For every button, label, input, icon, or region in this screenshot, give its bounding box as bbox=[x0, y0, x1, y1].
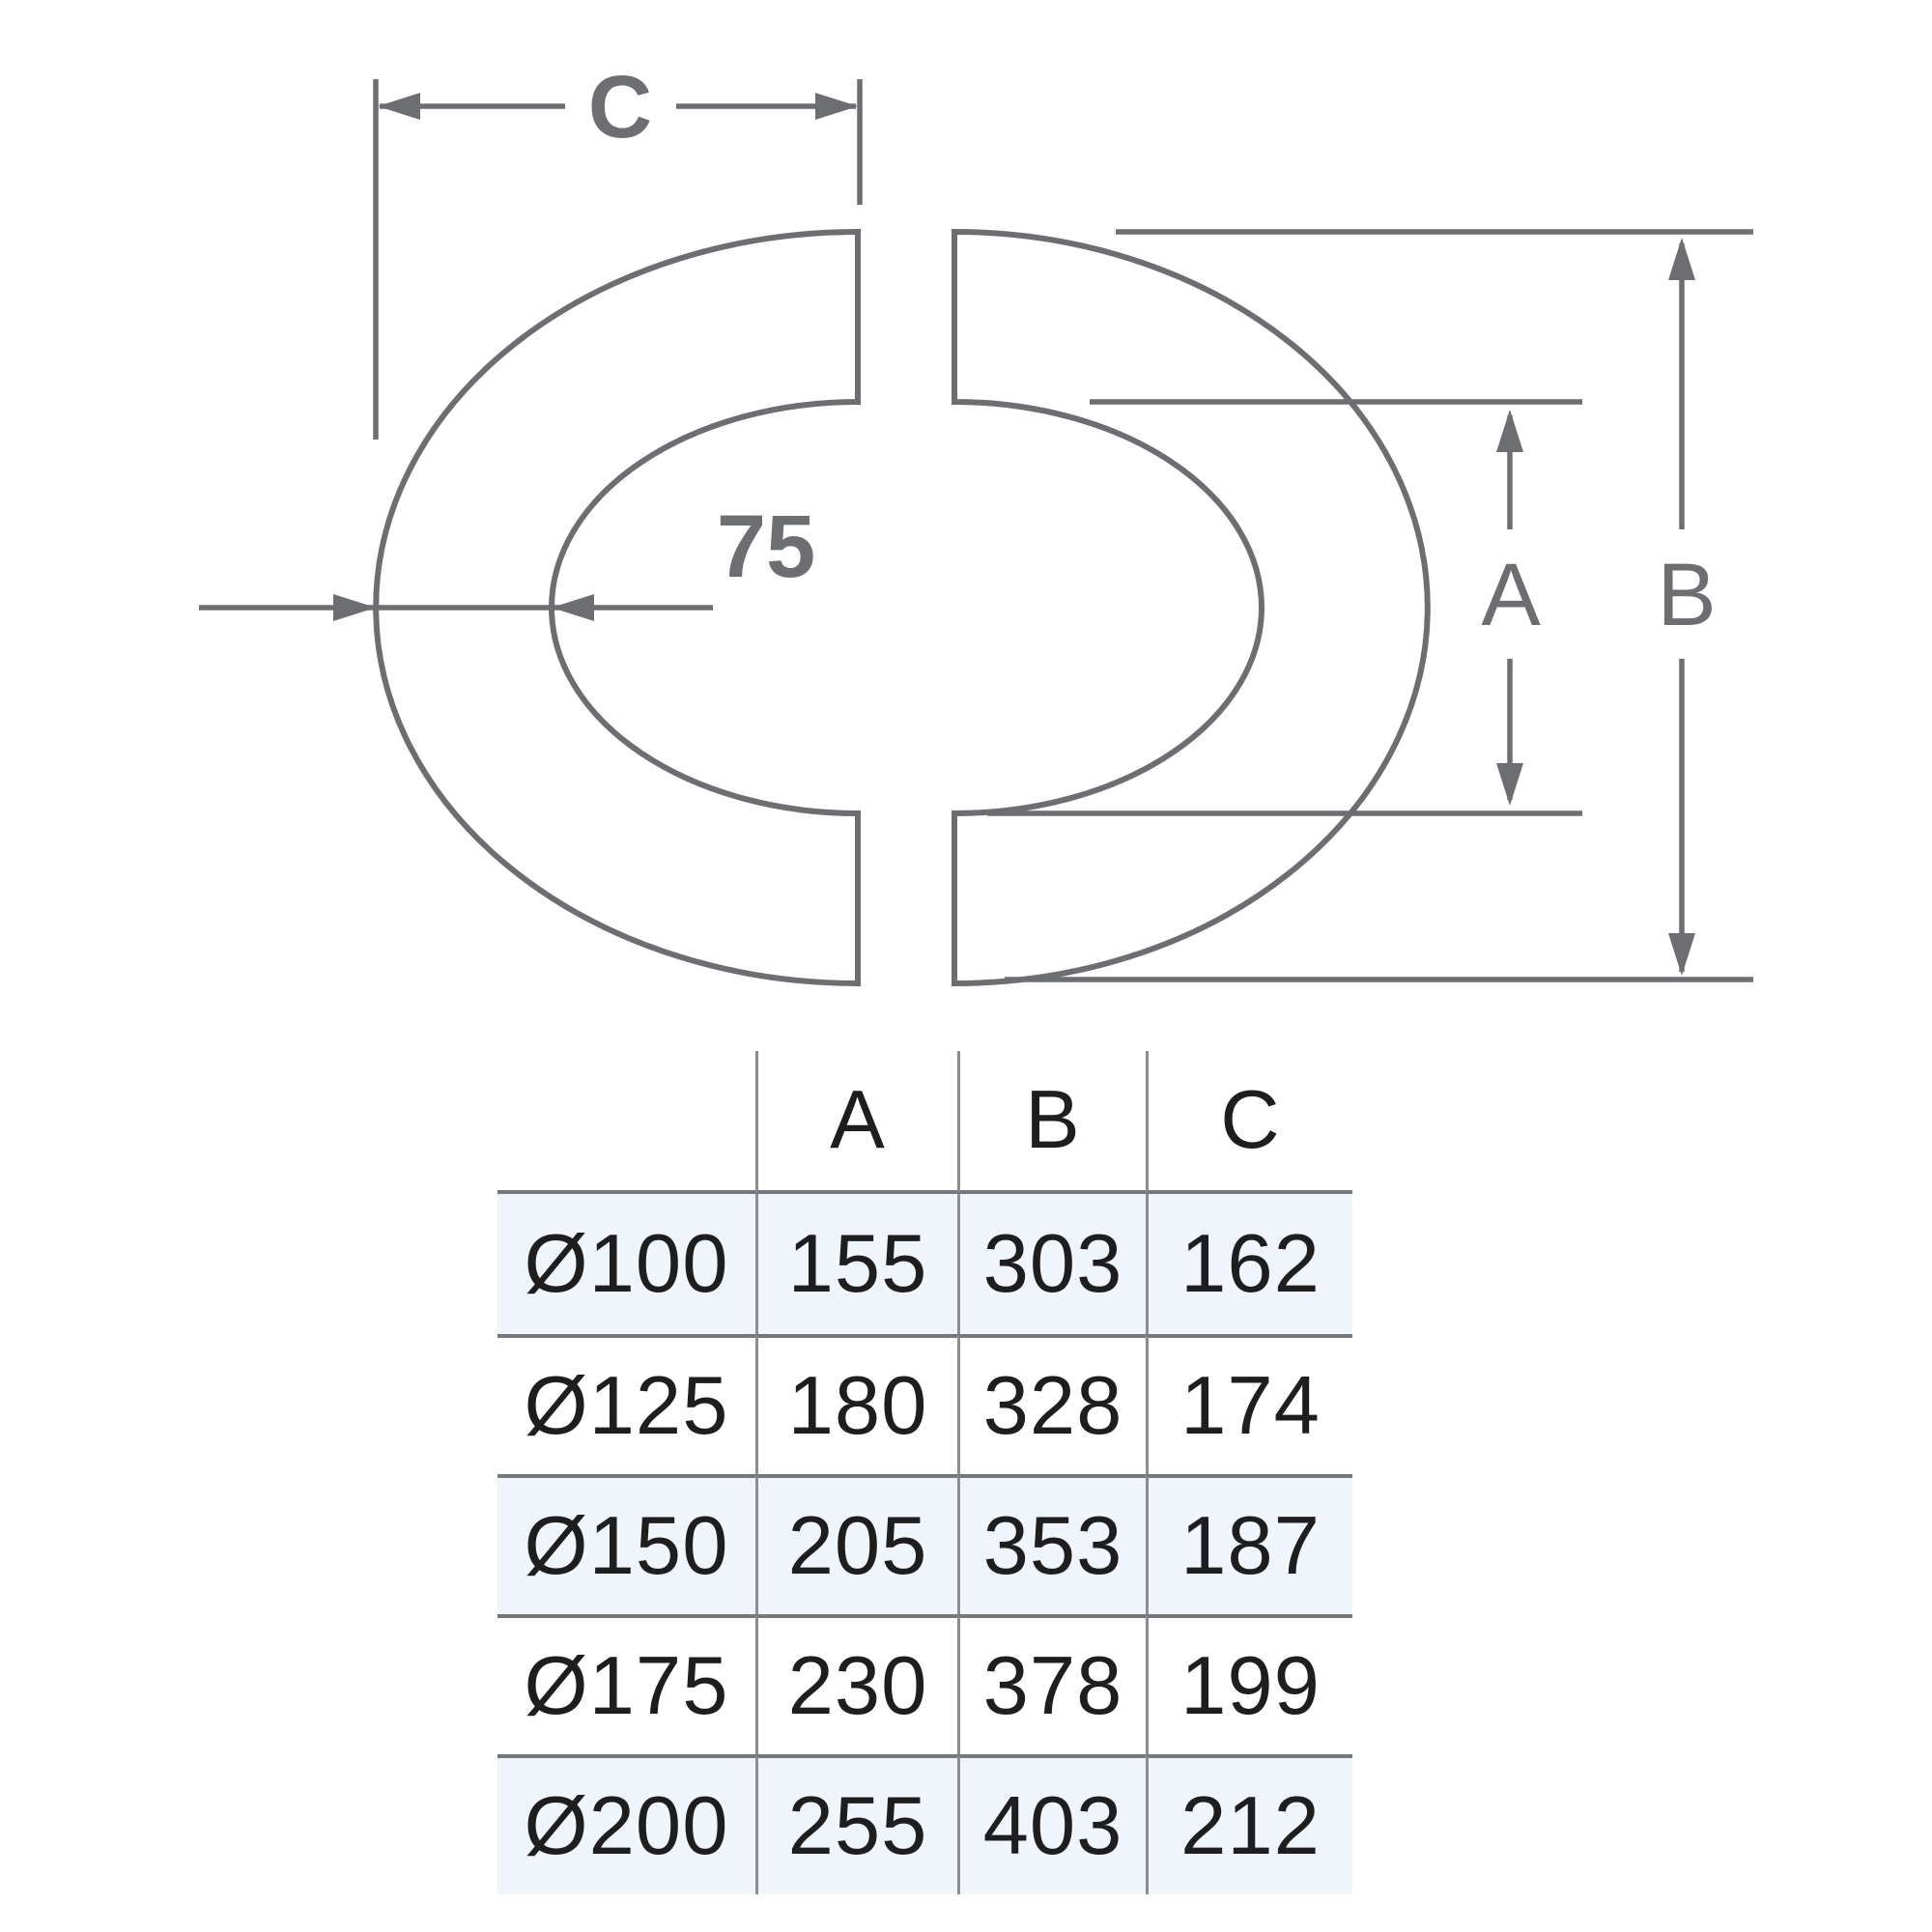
header-col-b: B bbox=[957, 1051, 1146, 1194]
value-b: 378 bbox=[957, 1614, 1146, 1754]
value-c: 187 bbox=[1146, 1474, 1352, 1614]
value-c: 199 bbox=[1146, 1614, 1352, 1754]
dim-75-arrow-right-icon bbox=[333, 594, 376, 621]
dim-c-arrow-left-icon bbox=[378, 93, 420, 120]
dimension-table: A B C Ø100 155 303 162 Ø125 180 328 174 … bbox=[497, 1051, 1352, 1894]
value-a: 180 bbox=[755, 1334, 957, 1474]
dim-a-arrow-up-icon bbox=[1496, 410, 1523, 452]
row-diameter: Ø100 bbox=[497, 1194, 755, 1334]
row-diameter: Ø125 bbox=[497, 1334, 755, 1474]
dim-b-label: B bbox=[1657, 546, 1716, 644]
value-c: 162 bbox=[1146, 1194, 1352, 1334]
left-ring-half bbox=[373, 228, 861, 987]
value-a: 155 bbox=[755, 1194, 957, 1334]
value-b: 303 bbox=[957, 1194, 1146, 1334]
value-b: 353 bbox=[957, 1474, 1146, 1614]
dim-75-arrow-left-icon bbox=[552, 594, 594, 621]
dim-c-arrow-right-icon bbox=[815, 93, 858, 120]
dim-75-label: 75 bbox=[717, 497, 815, 596]
header-col-c: C bbox=[1146, 1051, 1352, 1194]
value-a: 205 bbox=[755, 1474, 957, 1614]
value-c: 174 bbox=[1146, 1334, 1352, 1474]
dim-a-arrow-down-icon bbox=[1496, 763, 1523, 806]
row-diameter: Ø175 bbox=[497, 1614, 755, 1754]
right-ring-half bbox=[952, 228, 1431, 987]
header-col-a: A bbox=[755, 1051, 957, 1194]
dim-b-arrow-up-icon bbox=[1668, 238, 1695, 280]
row-diameter: Ø150 bbox=[497, 1474, 755, 1614]
value-c: 212 bbox=[1146, 1754, 1352, 1894]
dim-c-label: C bbox=[588, 58, 652, 156]
dim-a-label: A bbox=[1481, 546, 1541, 644]
value-b: 403 bbox=[957, 1754, 1146, 1894]
dim-b-arrow-down-icon bbox=[1668, 933, 1695, 976]
header-empty-cell bbox=[497, 1051, 755, 1194]
row-diameter: Ø200 bbox=[497, 1754, 755, 1894]
value-b: 328 bbox=[957, 1334, 1146, 1474]
value-a: 255 bbox=[755, 1754, 957, 1894]
value-a: 230 bbox=[755, 1614, 957, 1754]
